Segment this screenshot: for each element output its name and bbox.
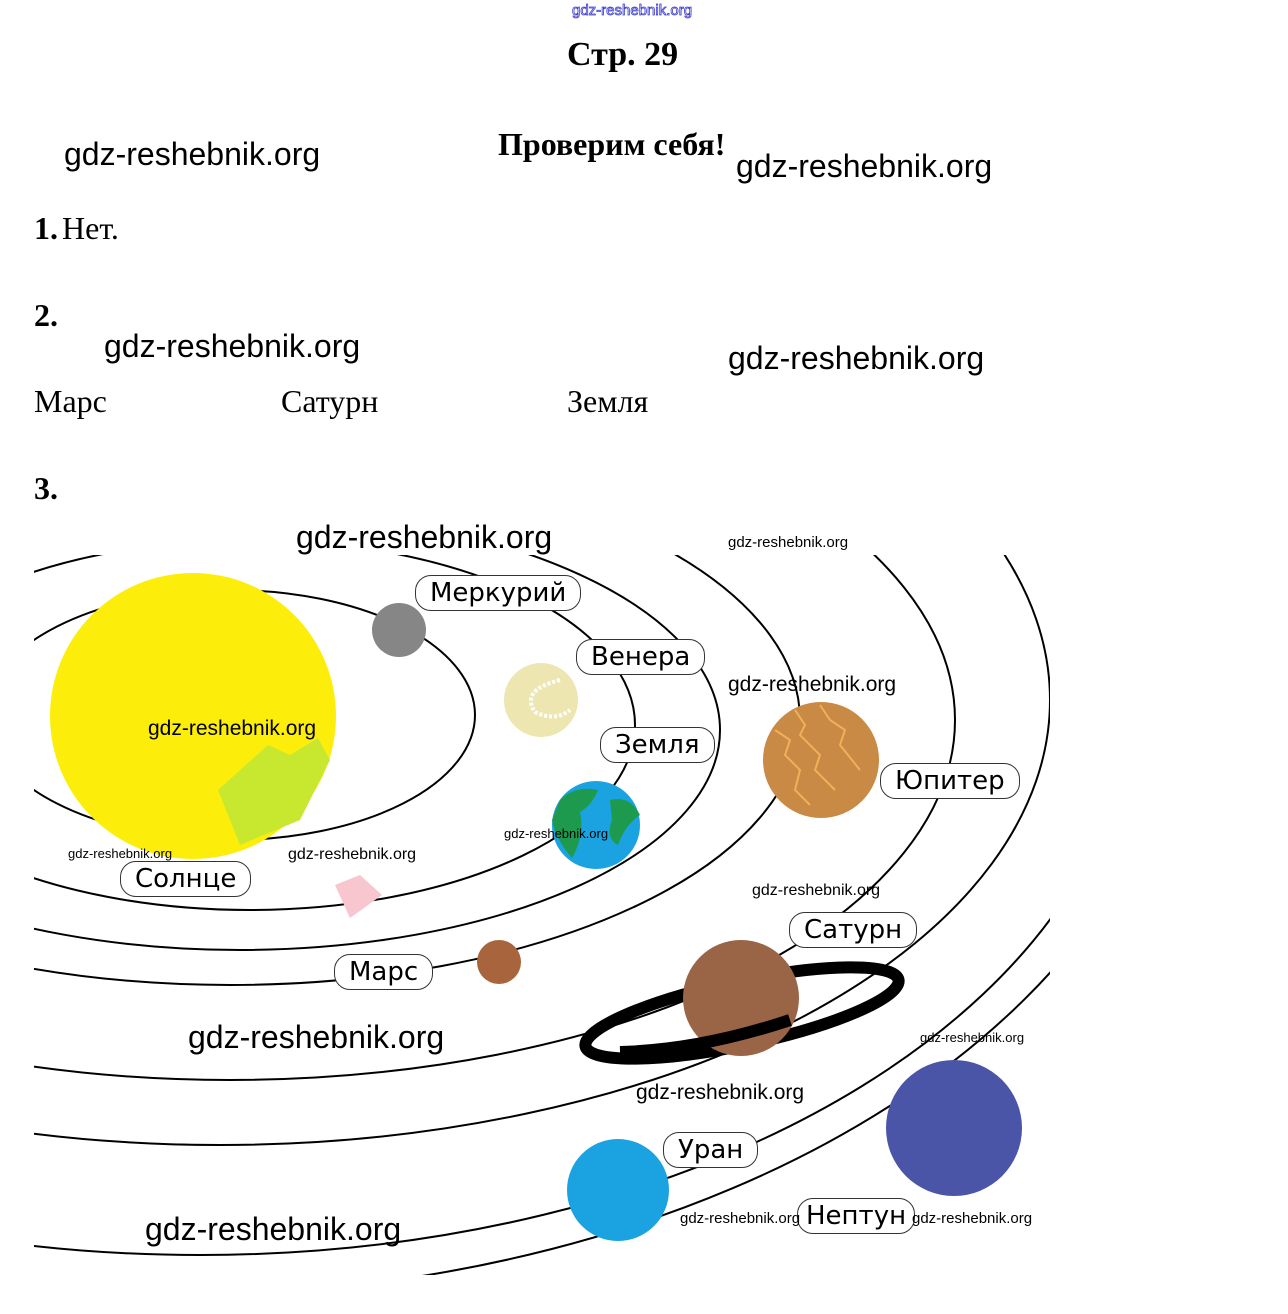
label-earth: Земля [600,727,715,763]
watermark: gdz-reshebnik.org [920,1030,1025,1045]
top-watermark: gdz-reshebnik.org [572,2,693,20]
label-mars: Марс [334,954,434,990]
orbit-uranus [34,917,1050,1256]
answer-mars: Марс [34,383,107,419]
jupiter-planet [763,702,879,818]
watermark: gdz-reshebnik.org [728,673,897,696]
question-1: 1. Нет. [34,210,119,247]
watermark: gdz-reshebnik.org [680,1210,801,1227]
watermark: gdz-reshebnik.org [752,882,881,899]
watermark: gdz-reshebnik.org [68,846,173,861]
watermark: gdz-reshebnik.org [145,1211,402,1247]
jupiter-bands [774,704,861,806]
question-3-number: 3. [34,470,58,506]
label-neptune: Нептун [797,1198,916,1234]
orbit-saturn [34,555,1050,1146]
orbit-venus [34,555,636,911]
watermark: gdz-reshebnik.org [912,1210,1033,1227]
answer-saturn: Сатурн [281,383,379,419]
question-2-number: 2. [34,297,58,333]
watermark: gdz-reshebnik.org [188,1019,445,1055]
sun-highlight [218,738,330,845]
label-venus: Венера [576,639,706,675]
question-number: 1. [34,210,58,246]
label-mercury: Меркурий [415,575,582,611]
watermark: gdz-reshebnik.org [736,148,993,184]
label-uranus: Уран [663,1132,759,1168]
label-sun: Солнце [120,861,252,897]
watermark: gdz-reshebnik.org [636,1081,805,1104]
venus-stripe [528,678,572,719]
watermark: gdz-reshebnik.org [296,519,553,555]
label-jupiter: Юпитер [880,763,1020,799]
answer-earth: Земля [567,383,649,419]
section-title: Проверим себя! [498,126,726,162]
watermark: gdz-reshebnik.org [104,328,361,364]
earth-continents [552,788,640,858]
question-answer: Нет. [62,210,119,246]
watermark: gdz-reshebnik.org [728,340,985,376]
neptune-planet [886,1060,1022,1196]
page-title: Стр. 29 [567,36,679,73]
venus-planet [504,663,578,737]
mercury-planet [372,603,426,657]
orbit-earth [34,555,721,951]
uranus-planet [567,1139,669,1241]
watermark: gdz-reshebnik.org [148,717,317,740]
watermark: gdz-reshebnik.org [504,826,609,841]
saturn-ring-front [619,1014,792,1058]
watermark: gdz-reshebnik.org [728,534,849,551]
label-saturn: Сатурн [789,912,918,948]
orbit-jupiter [34,555,956,1081]
mars-planet [477,940,521,984]
watermark: gdz-reshebnik.org [64,136,321,172]
watermark: gdz-reshebnik.org [288,846,417,863]
bookmark-shape [335,875,382,918]
